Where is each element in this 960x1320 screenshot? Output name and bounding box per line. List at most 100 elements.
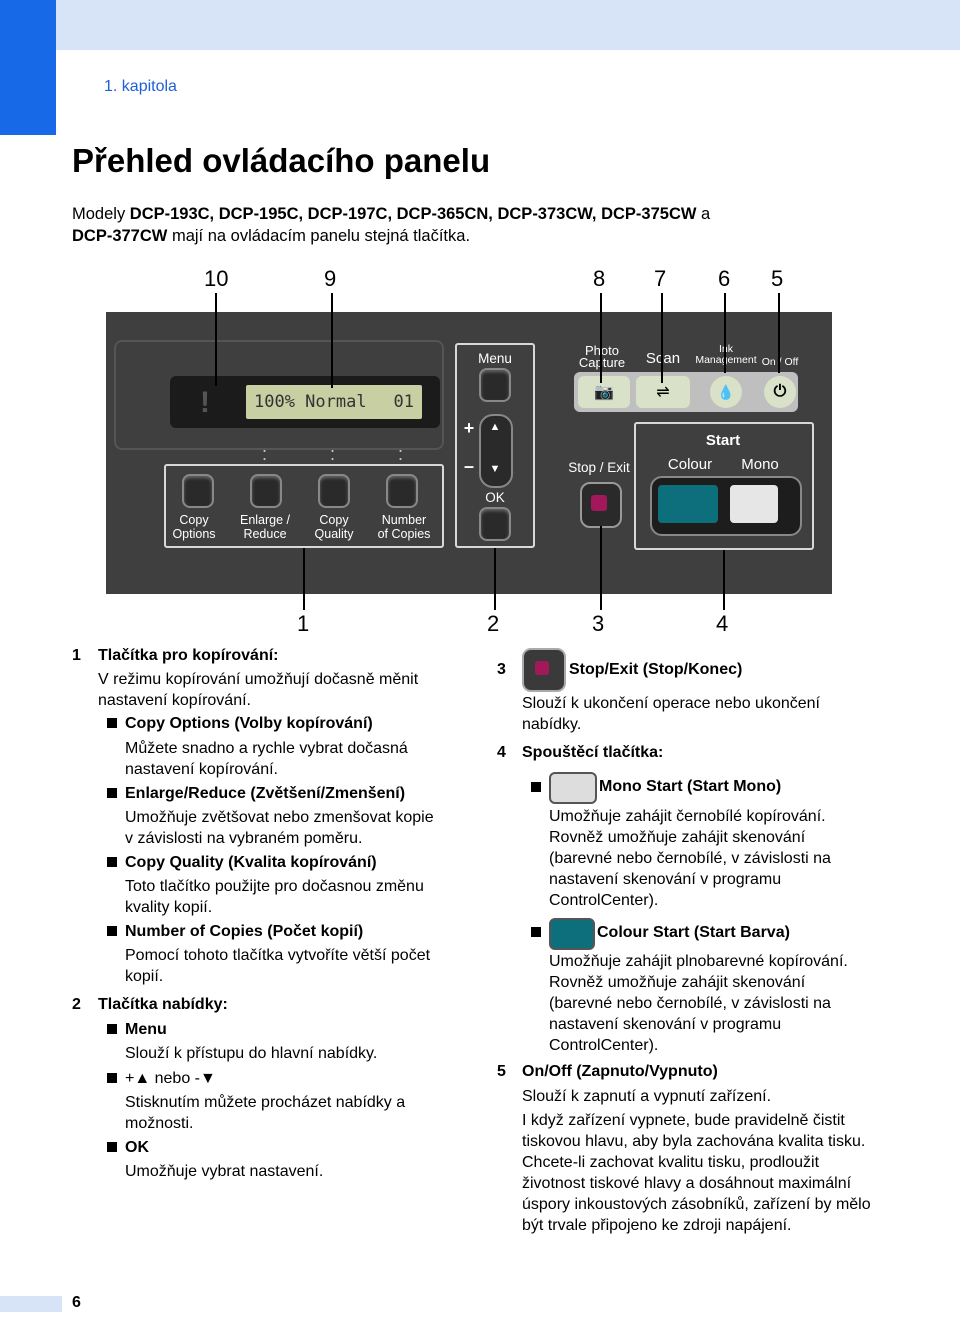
start-label: Start xyxy=(705,432,741,449)
ink-drop-icon: 💧 xyxy=(717,383,735,400)
colour-start-desc: Umožňuje zahájit plnobarevné kopírování.… xyxy=(549,953,848,1054)
copy-quality-button[interactable] xyxy=(318,474,350,508)
bullet-icon xyxy=(107,1073,117,1083)
photo-capture-label: Photo Capture xyxy=(578,344,626,370)
scan-button[interactable]: ⇌ xyxy=(636,376,690,408)
warning-icon: ! xyxy=(200,386,210,419)
copy-buttons-group xyxy=(164,464,444,548)
item1-desc: V režimu kopírování umožňují dočasně měn… xyxy=(98,671,419,709)
bullet-icon xyxy=(107,788,117,798)
number-of-copies-button[interactable] xyxy=(386,474,418,508)
colour-start-button[interactable] xyxy=(658,485,718,523)
item4-number: 4 xyxy=(497,744,506,761)
plus-minus-desc: Stisknutím můžete procházet nabídky a mo… xyxy=(125,1094,406,1132)
colour-start-title: Colour Start (Start Barva) xyxy=(597,924,790,941)
footer-band xyxy=(0,1296,62,1312)
enlarge-reduce-desc: Umožňuje zvětšovat nebo zmenšovat kopie … xyxy=(125,809,434,847)
plus-label: + xyxy=(463,418,475,438)
bullet-icon xyxy=(107,1024,117,1034)
scan-icon: ⇌ xyxy=(656,384,670,401)
callout-4: 4 xyxy=(716,611,729,636)
item5-title: On/Off (Zapnuto/Vypnuto) xyxy=(522,1063,718,1080)
callout-1: 1 xyxy=(297,611,310,636)
callout-line-1 xyxy=(303,548,305,610)
mono-start-button[interactable] xyxy=(730,485,778,523)
item1-title: Tlačítka pro kopírování: xyxy=(98,647,279,664)
copy-quality-label: Copy Quality xyxy=(314,513,354,541)
copy-options-title: Copy Options (Volby kopírování) xyxy=(125,715,373,732)
callout-line-2 xyxy=(494,548,496,610)
bullet-icon xyxy=(107,857,117,867)
lcd-count: 01 xyxy=(393,392,414,412)
up-down-rocker[interactable] xyxy=(479,414,513,488)
ok-button[interactable] xyxy=(479,507,511,541)
number-of-copies-label: Number of Copies xyxy=(377,513,431,541)
mono-start-icon xyxy=(549,772,597,804)
item3-desc: Slouží k ukončení operace nebo ukončení … xyxy=(522,695,820,733)
page-title: Přehled ovládacího panelu xyxy=(72,142,491,179)
mono-start-desc: Umožňuje zahájit černobílé kopírování. R… xyxy=(549,808,831,909)
menu-label: Menu xyxy=(478,351,512,366)
up-arrow-icon[interactable]: ▲ xyxy=(489,421,501,433)
dots-3: : xyxy=(398,444,404,464)
start-group xyxy=(634,422,814,550)
copy-options-label: Copy Options xyxy=(172,513,216,541)
on-off-label: On / Off xyxy=(761,356,799,368)
item5-number: 5 xyxy=(497,1063,506,1080)
item2-number: 2 xyxy=(72,996,81,1013)
bullet-icon xyxy=(107,1142,117,1152)
stop-exit-label: Stop / Exit xyxy=(568,460,630,475)
stop-indicator-icon xyxy=(535,661,549,675)
callout-6: 6 xyxy=(718,266,731,291)
on-off-button[interactable]: ⏻ xyxy=(764,376,796,408)
ok-desc: Umožňuje vybrat nastavení. xyxy=(125,1163,324,1180)
plus-minus-title: +▲ nebo -▼ xyxy=(125,1070,216,1087)
enlarge-reduce-label: Enlarge / Reduce xyxy=(239,513,291,541)
callout-10: 10 xyxy=(204,266,229,291)
down-arrow-icon[interactable]: ▼ xyxy=(489,463,501,475)
callout-line-7 xyxy=(661,293,663,383)
callout-line-5 xyxy=(778,293,780,373)
intro-paragraph: Modely DCP-193C, DCP-195C, DCP-197C, DCP… xyxy=(72,205,711,245)
stop-indicator xyxy=(591,495,607,511)
colour-label: Colour xyxy=(667,456,713,473)
copy-quality-desc: Toto tlačítko použijte pro dočasnou změn… xyxy=(125,878,424,916)
menu-title: Menu xyxy=(125,1021,167,1038)
item1-number: 1 xyxy=(72,647,81,664)
callout-line-8 xyxy=(600,293,602,383)
menu-button[interactable] xyxy=(479,368,511,402)
number-of-copies-title: Number of Copies (Počet kopií) xyxy=(125,923,364,940)
mono-label: Mono xyxy=(741,456,779,473)
callout-line-9 xyxy=(331,293,333,388)
copy-options-desc: Můžete snadno a rychle vybrat dočasná na… xyxy=(125,740,408,778)
enlarge-reduce-button[interactable] xyxy=(250,474,282,508)
dots-2: : xyxy=(330,444,336,464)
ink-management-label: Ink Management xyxy=(690,344,762,366)
number-of-copies-desc: Pomocí tohoto tlačítka vytvoříte větší p… xyxy=(125,947,431,985)
photo-capture-button[interactable]: 📷 xyxy=(578,376,630,408)
ok-label: OK xyxy=(485,490,505,505)
menu-group xyxy=(455,343,535,548)
callout-9: 9 xyxy=(324,266,337,291)
item3-number: 3 xyxy=(497,661,506,678)
scan-label: Scan xyxy=(636,351,690,366)
callout-3: 3 xyxy=(592,611,605,636)
callout-line-3 xyxy=(600,526,602,610)
lcd-bezel xyxy=(114,340,444,450)
callout-7: 7 xyxy=(654,266,667,291)
menu-desc: Slouží k přístupu do hlavní nabídky. xyxy=(125,1045,378,1062)
bullet-icon xyxy=(531,782,541,792)
power-icon: ⏻ xyxy=(773,383,787,400)
item3-title: Stop/Exit (Stop/Konec) xyxy=(569,661,743,678)
ink-management-button[interactable]: 💧 xyxy=(710,376,742,408)
callout-5: 5 xyxy=(771,266,784,291)
callout-8: 8 xyxy=(593,266,606,291)
callout-line-4 xyxy=(723,550,725,610)
header-band xyxy=(0,0,960,50)
ok-title: OK xyxy=(125,1139,149,1156)
colour-start-icon xyxy=(549,918,595,950)
page-number: 6 xyxy=(72,1294,81,1311)
enlarge-reduce-title: Enlarge/Reduce (Zvětšení/Zmenšení) xyxy=(125,785,406,802)
copy-options-button[interactable] xyxy=(182,474,214,508)
callout-line-10 xyxy=(215,293,217,386)
